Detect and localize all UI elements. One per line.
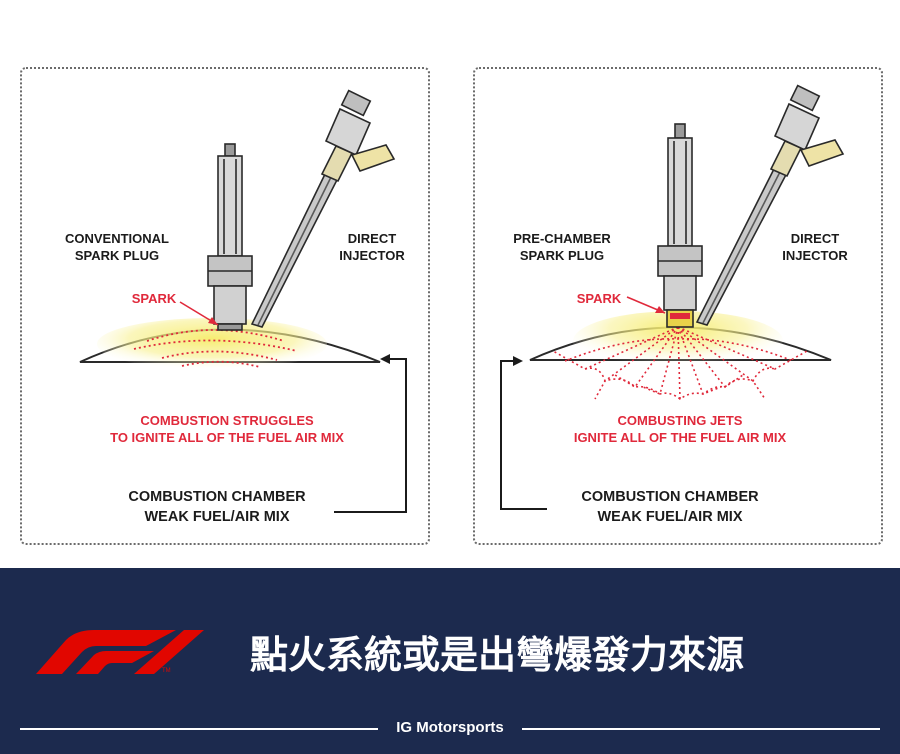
spark-plug-label: PRE-CHAMBER SPARK PLUG — [513, 231, 611, 263]
spark-plug-shape — [207, 143, 253, 331]
combustion-jets — [552, 326, 808, 401]
chamber-callout-line — [334, 358, 407, 513]
diagram-area: CONVENTIONAL SPARK PLUG DIRECT INJECTOR … — [20, 67, 883, 545]
headline: 點火系統或是出彎爆發力來源 — [250, 633, 745, 677]
divider-left — [20, 728, 378, 730]
combustion-arcs — [133, 329, 298, 368]
conventional-illustration — [79, 89, 407, 513]
spark-label: SPARK — [576, 291, 622, 306]
chamber-callout-line — [500, 360, 547, 510]
combustion-label: COMBUSTING JETS IGNITE ALL OF THE FUEL A… — [573, 413, 787, 445]
credit-text: IG Motorsports — [396, 719, 504, 736]
chamber-label: COMBUSTION CHAMBER WEAK FUEL/AIR MIX — [581, 489, 759, 525]
spark-plug-label: CONVENTIONAL SPARK PLUG — [65, 231, 169, 263]
injector-shape — [250, 89, 396, 328]
flame-glow — [573, 311, 783, 371]
conventional-panel: CONVENTIONAL SPARK PLUG DIRECT INJECTOR … — [20, 67, 430, 545]
svg-text:TM: TM — [162, 668, 171, 674]
spark-plug-shape — [657, 123, 703, 328]
pre-chamber-panel: PRE-CHAMBER SPARK PLUG DIRECT INJECTOR S… — [473, 67, 883, 545]
f1-logo-icon: TM — [36, 630, 204, 674]
injector-label: DIRECT INJECTOR — [339, 231, 405, 263]
combustion-label: COMBUSTION STRUGGLES TO IGNITE ALL OF TH… — [110, 413, 344, 445]
divider-right — [522, 728, 880, 730]
injector-shape — [695, 84, 845, 326]
injector-label: DIRECT INJECTOR — [782, 231, 848, 263]
footer-banner: TM 點火系統或是出彎爆發力來源 IG Motorsports — [0, 568, 900, 754]
chamber-label: COMBUSTION CHAMBER WEAK FUEL/AIR MIX — [128, 489, 306, 525]
spark-label: SPARK — [131, 291, 177, 306]
pre-chamber-illustration — [500, 84, 845, 510]
flame-glow — [97, 318, 327, 370]
